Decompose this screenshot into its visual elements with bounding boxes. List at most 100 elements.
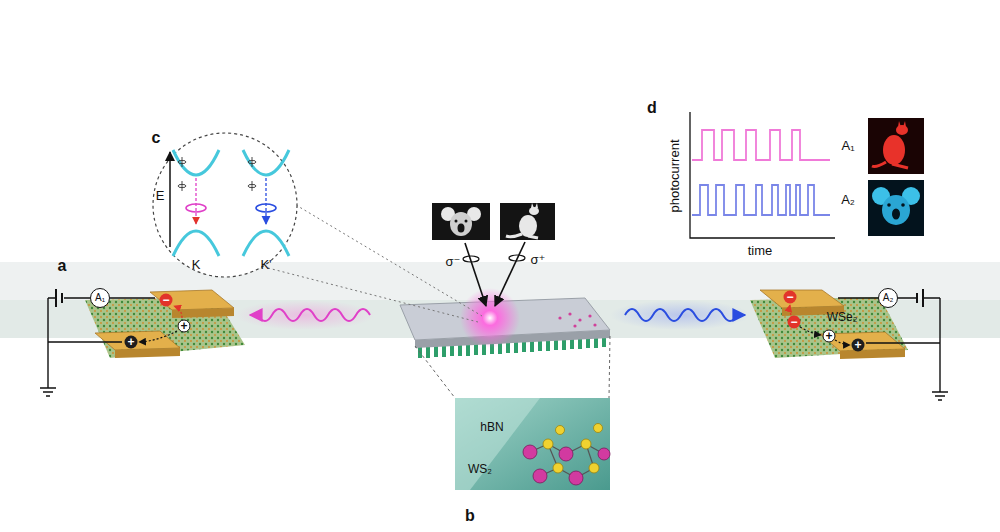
inset-b-lattice-part-part (553, 463, 563, 473)
right-detector-part (835, 340, 850, 345)
left-detector-part (139, 331, 177, 342)
chip-part (558, 312, 596, 327)
chip-part-part (578, 318, 581, 321)
photocurrent-plot-part (692, 130, 830, 160)
panel-letter: d (647, 99, 657, 117)
inset-c-band-diagram-part-part (182, 181, 183, 191)
axis-label: E (156, 189, 165, 203)
hole-symbol: + (823, 330, 836, 343)
input-kangaroo-image (500, 203, 555, 240)
emission-glow-part (235, 300, 375, 330)
input-koala-image-part (432, 203, 490, 240)
polarization-label: σ⁻ (446, 255, 461, 269)
input-koala-image-part (455, 220, 458, 223)
inset-c-band-diagram-part (178, 157, 256, 191)
output-koala-image-part (887, 203, 891, 207)
node-label: A₂ (883, 293, 894, 303)
inset-b-lattice-part (455, 398, 540, 490)
left-detector-part (174, 306, 182, 318)
ammeter-symbol: A₂ (878, 288, 898, 308)
right-detector-part (790, 305, 791, 315)
photocurrent-plot-part (690, 112, 835, 238)
excitation-arrows-part (463, 256, 479, 262)
output-koala-image-part (882, 195, 910, 225)
inset-c-band-diagram-part-part (252, 157, 253, 167)
inset-b-lattice-part-part (559, 447, 573, 461)
input-kangaroo-image-part (506, 234, 522, 237)
photocurrent-plot-part (692, 185, 830, 215)
excitation-arrows-part (509, 255, 525, 261)
left-detector (40, 289, 245, 396)
inset-b-lattice-part (543, 424, 603, 474)
hole-symbol: + (178, 320, 191, 333)
inset-b-lattice-part-part (581, 439, 591, 449)
inset-b-lattice (455, 398, 610, 490)
material-label: hBN (480, 421, 503, 434)
ammeter-symbol: A₁ (90, 288, 110, 308)
inset-b-lattice-part-part (589, 463, 599, 473)
chip-part-part (588, 314, 591, 317)
inset-c-band-diagram-part (195, 178, 196, 224)
emission-glow-part (610, 300, 750, 330)
chip-part-part (558, 316, 561, 319)
input-koala-image-part (458, 224, 465, 233)
inset-b-lattice-part-part (598, 448, 610, 460)
chip-part-part (593, 323, 596, 326)
inset-b-lattice-part-part (569, 471, 583, 485)
input-kangaroo-image-part (500, 203, 555, 240)
output-kangaroo-image-part (883, 135, 905, 165)
inset-b-lattice-part-part (523, 445, 537, 459)
right-detector-part (800, 327, 821, 335)
output-kangaroo-image-part (868, 118, 924, 174)
inset-c-band-diagram-part (256, 204, 276, 212)
left-detector-part (95, 331, 180, 350)
photon-wave-part (250, 309, 370, 321)
right-detector-part (840, 349, 905, 359)
trace-label: A₂ (841, 193, 855, 207)
material-label: WS₂ (468, 463, 492, 476)
inset-c-band-diagram-part (265, 178, 266, 224)
inset-c-band-diagram-part (186, 204, 206, 212)
panel-letter: c (152, 129, 161, 147)
inset-b-leaders-part (415, 346, 455, 398)
left-detector-part (61, 293, 63, 303)
left-detector-part (150, 290, 234, 310)
valley-label: K' (260, 258, 271, 272)
inset-c-band-diagram-part-part (182, 157, 183, 167)
right-detector-part (760, 290, 844, 308)
hole-symbol: + (125, 336, 138, 349)
chip-part (460, 288, 520, 348)
input-kangaroo-image-part (531, 203, 538, 208)
axis-label: time (748, 244, 773, 258)
output-kangaroo-image-part (898, 121, 906, 127)
electron-symbol: − (160, 294, 173, 307)
inset-c-band-diagram-part (173, 150, 219, 175)
photocurrent-plot (690, 112, 835, 238)
axis-label: photocurrent (668, 140, 682, 213)
inset-c-leaders-part (296, 205, 482, 316)
left-detector-part (48, 298, 155, 388)
excitation-arrows-part (465, 243, 486, 306)
output-kangaroo-image (868, 118, 924, 174)
electron-symbol: − (788, 316, 801, 329)
chip (400, 288, 610, 358)
panel-letter: b (465, 507, 475, 525)
input-kangaroo-image-part (529, 207, 539, 215)
inset-c-band-diagram-part (169, 152, 171, 247)
photon-wave-part (625, 309, 745, 321)
inset-c-band-diagram-part-part (252, 181, 253, 191)
input-koala-image-part (450, 212, 472, 236)
input-kangaroo-image-part (528, 236, 538, 238)
right-detector-part (932, 392, 948, 400)
inset-b-lattice-part-part (556, 426, 565, 435)
trace-label: A₁ (841, 139, 854, 153)
inset-c-band-diagram (153, 133, 297, 277)
inset-c-band-diagram-part (243, 150, 289, 175)
output-koala-image (868, 180, 924, 236)
inset-b-lattice-part (455, 398, 610, 490)
right-detector-part (916, 293, 918, 303)
inset-c-band-diagram-part (243, 231, 289, 256)
right-detector-part (922, 289, 924, 307)
inset-b-lattice-part-part (594, 424, 603, 433)
right-detector (750, 289, 948, 400)
